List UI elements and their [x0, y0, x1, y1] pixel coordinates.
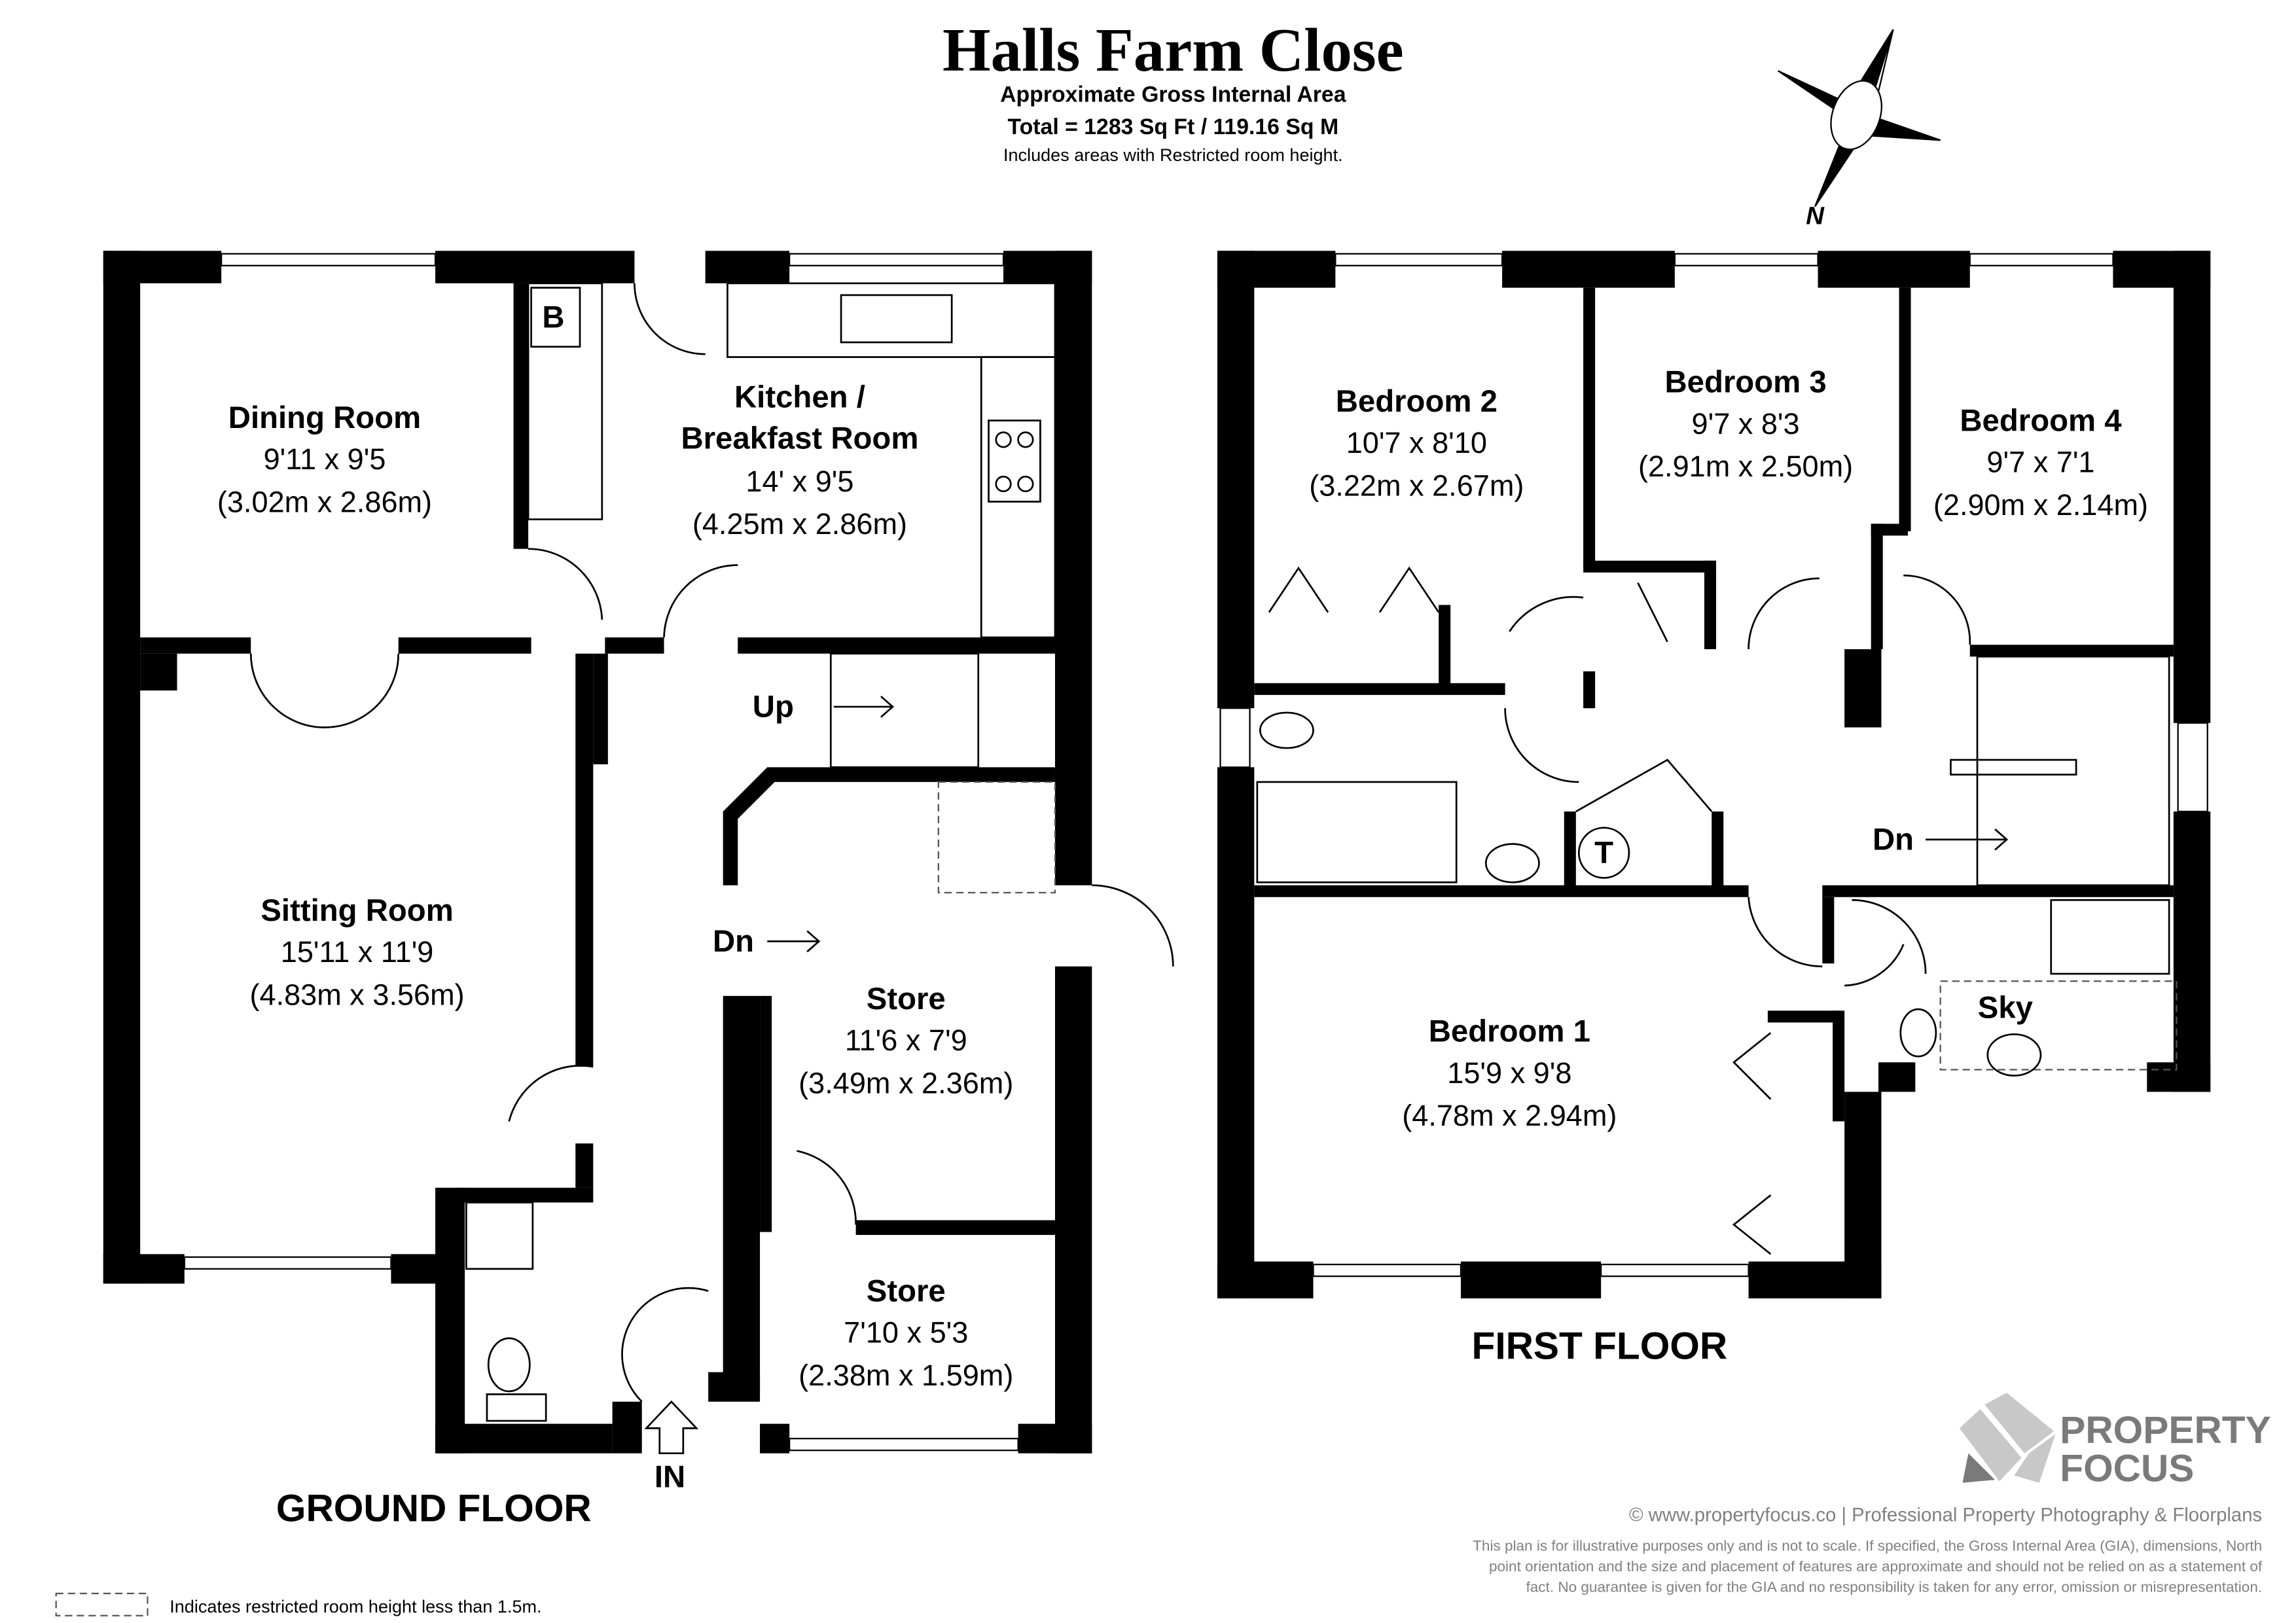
room-dimensions-imperial: 9'7 x 8'3	[1692, 407, 1800, 440]
room-dimensions-metric: (4.78m x 2.94m)	[1402, 1099, 1617, 1132]
stairs-down-label: Dn	[1873, 823, 1914, 857]
room-dimensions-imperial: 15'11 x 11'9	[281, 935, 434, 969]
entrance-arrow-icon	[644, 1400, 699, 1455]
room-name: Bedroom 4	[1960, 403, 2122, 438]
room-name: Bedroom 2	[1336, 384, 1498, 419]
first-floor-plan: T	[1217, 251, 2211, 1298]
room-dimensions-metric: (3.49m x 2.36m)	[798, 1067, 1013, 1100]
room-dimensions-metric: (2.38m x 1.59m)	[798, 1359, 1013, 1392]
logo-text: FOCUS	[2060, 1448, 2194, 1490]
disclaimer-line: fact. No guarantee is given for the GIA …	[1526, 1579, 2263, 1596]
property-focus-logo: PROPERTY FOCUS	[1959, 1393, 2271, 1490]
first-floor-title: FIRST FLOOR	[1472, 1325, 1728, 1367]
room-dimensions-imperial: 9'7 x 7'1	[1986, 445, 2094, 478]
stairs-arrow-icon	[767, 930, 821, 953]
tank-label: T	[1594, 836, 1613, 870]
stairs-arrow-icon	[1926, 829, 2009, 851]
restricted-height-legend: Indicates restricted room height less th…	[170, 1597, 541, 1616]
room-dimensions-metric: (3.22m x 2.67m)	[1309, 469, 1524, 503]
room-dimensions-imperial: 7'10 x 5'3	[844, 1316, 968, 1349]
room-dimensions-imperial: 11'6 x 7'9	[845, 1024, 967, 1057]
room-dimensions-metric: (2.90m x 2.14m)	[1933, 488, 2148, 522]
room-dimensions-imperial: 9'11 x 9'5	[264, 442, 386, 476]
disclaimer-line: point orientation and the size and place…	[1489, 1558, 2263, 1575]
area-subtitle: Approximate Gross Internal Area	[1000, 82, 1347, 107]
room-name: Bedroom 3	[1664, 365, 1826, 400]
room-name: Bedroom 1	[1429, 1014, 1590, 1049]
room-name: Store	[867, 982, 946, 1016]
ground-floor-plan	[55, 251, 1174, 1616]
first-floor-labels: Bedroom 2 10'7 x 8'10 (3.22m x 2.67m) Be…	[1309, 365, 2148, 1368]
area-note: Includes areas with Restricted room heig…	[1003, 145, 1343, 165]
room-dimensions-imperial: 15'9 x 9'8	[1447, 1056, 1571, 1090]
copyright-text: © www.propertyfocus.co | Professional Pr…	[1629, 1504, 2262, 1525]
logo-text: PROPERTY	[2060, 1409, 2270, 1452]
room-dimensions-imperial: 14' x 9'5	[745, 465, 853, 498]
boiler-label: B	[542, 300, 564, 335]
disclaimer-line: This plan is for illustrative purposes o…	[1473, 1538, 2262, 1554]
room-name: Sitting Room	[260, 893, 453, 928]
stairs-arrow-icon	[833, 696, 895, 718]
room-dimensions-metric: (4.25m x 2.86m)	[692, 507, 907, 541]
entrance-label: IN	[655, 1460, 685, 1495]
area-total: Total = 1283 Sq Ft / 119.16 Sq M	[1008, 115, 1339, 139]
north-label: N	[1806, 202, 1825, 230]
room-name: Breakfast Room	[681, 421, 918, 455]
page-title: Halls Farm Close	[942, 16, 1404, 84]
ground-floor-labels: Dining Room 9'11 x 9'5 (3.02m x 2.86m) K…	[217, 300, 1013, 1530]
room-dimensions-metric: (4.83m x 3.56m)	[249, 978, 464, 1011]
skylight-label: Sky	[1978, 991, 2034, 1026]
room-dimensions-metric: (2.91m x 2.50m)	[1638, 450, 1853, 483]
room-name: Store	[867, 1274, 946, 1308]
room-name: Kitchen /	[734, 380, 865, 414]
room-dimensions-imperial: 10'7 x 8'10	[1346, 426, 1487, 459]
compass-icon: N	[1778, 29, 1941, 230]
stairs-up-label: Up	[753, 690, 794, 724]
header: Halls Farm Close Approximate Gross Inter…	[942, 16, 1404, 165]
stairs-down-label: Dn	[713, 924, 754, 959]
room-dimensions-metric: (3.02m x 2.86m)	[217, 485, 432, 518]
ground-floor-title: GROUND FLOOR	[276, 1487, 592, 1529]
room-name: Dining Room	[228, 401, 421, 435]
